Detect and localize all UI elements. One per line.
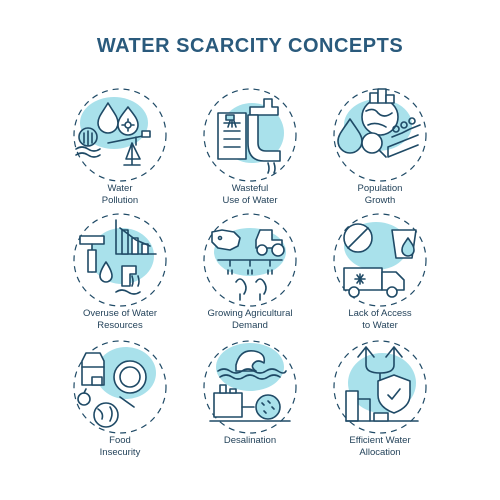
no-water-truck-icon xyxy=(333,213,427,307)
page-title: WATER SCARCITY CONCEPTS xyxy=(96,35,404,57)
concept-desalination: Desalination xyxy=(180,337,320,467)
cow-tractor-icon xyxy=(203,213,297,307)
food-plate-icon xyxy=(73,340,167,434)
wave-plant-icon xyxy=(203,340,297,434)
pipes-shield-icon xyxy=(333,340,427,434)
globe-people-icon xyxy=(333,88,427,182)
shower-faucet-icon xyxy=(203,88,297,182)
hammer-chart-icon xyxy=(73,213,167,307)
factory-pollution-icon xyxy=(73,88,167,182)
concept-label: Desalination xyxy=(223,435,277,446)
